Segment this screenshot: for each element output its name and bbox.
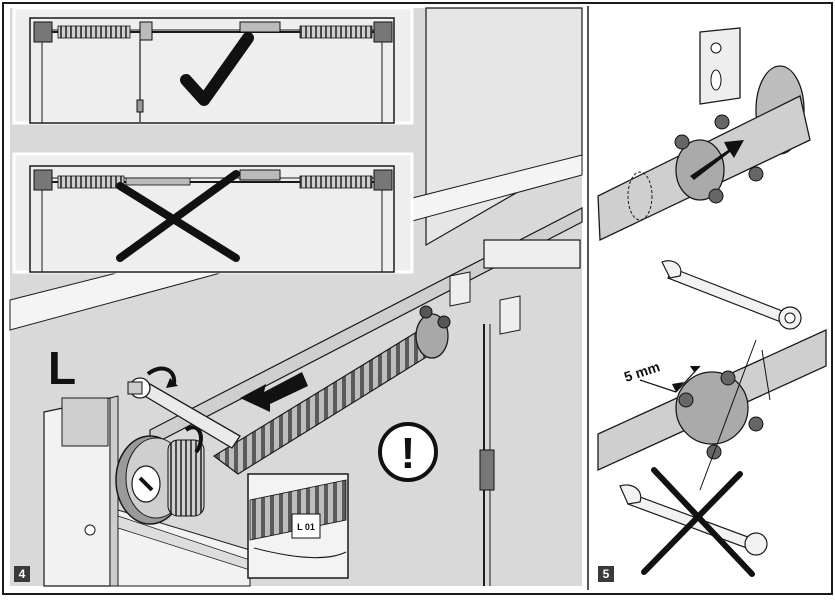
panel-step-4: ! L 01 L 4: [9, 6, 583, 587]
wrench-tool: [127, 366, 241, 449]
step-badge-4: [14, 566, 30, 582]
inset-correct: [12, 6, 414, 125]
spring-cone: [415, 305, 451, 359]
slide-arrow-icon: [690, 140, 744, 180]
inset-code-label: L 01: [297, 522, 315, 532]
wrench-correct: [661, 260, 802, 330]
inset-spring-detail: L 01: [247, 473, 349, 579]
spring-left-wrong: [57, 175, 125, 189]
check-mark-icon: [180, 32, 254, 106]
ceiling-bracket: [449, 239, 581, 586]
spring-right-wrong: [299, 175, 373, 189]
shaft-upper-detail: [597, 27, 811, 242]
wrench-wrong: [619, 467, 768, 577]
inset-wrong: [12, 152, 414, 274]
door-frame: [43, 395, 251, 587]
panel-step-5: 5 mm 5: [596, 27, 827, 582]
side-marker-label: L: [48, 342, 76, 394]
warning-symbol-text: !: [401, 429, 416, 478]
cross-mark-icon: [116, 182, 240, 262]
cable-drum: [115, 425, 205, 525]
step-badge-5: [598, 566, 614, 582]
cross-mark-right-icon: [651, 467, 755, 577]
step-number-5: 5: [603, 567, 610, 581]
spring-left-correct: [57, 25, 131, 39]
warning-icon: !: [378, 422, 438, 482]
spring-right-correct: [299, 25, 373, 39]
step-number-4: 4: [19, 567, 26, 581]
shaft-lower-detail: 5 mm: [597, 328, 827, 491]
direction-arrow-icon: [240, 372, 308, 412]
